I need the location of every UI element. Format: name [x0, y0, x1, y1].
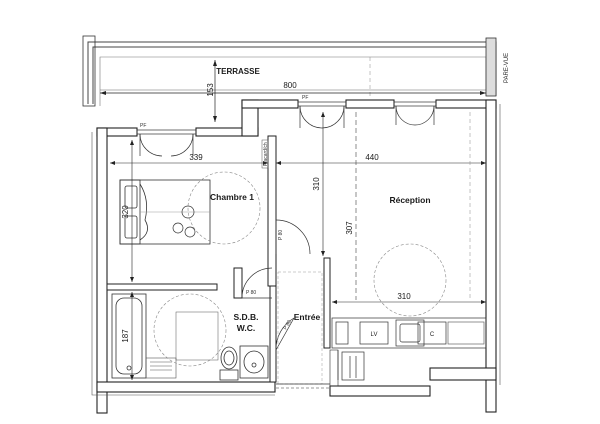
- bedroom-depth-label: 320: [121, 205, 130, 219]
- bathtub: [111, 293, 147, 379]
- bathroom-door: [241, 267, 273, 299]
- bedroom-width-label: 339: [189, 153, 203, 162]
- kitchen-lv-label: LV: [371, 332, 378, 338]
- bedroom-door: [275, 219, 311, 255]
- bathroom-turning-circle: [153, 293, 227, 367]
- terrace-area: [82, 35, 497, 107]
- toilet: [219, 346, 239, 381]
- bedroom-depth-dimension: [130, 140, 134, 282]
- bathroom-depth-dimension: [130, 292, 134, 380]
- exterior-walls: [96, 99, 497, 414]
- bathroom-label-line2: W.C.: [237, 323, 255, 333]
- bedroom-width-dimension: [110, 161, 268, 165]
- bath-shower-screen: [145, 357, 177, 379]
- terrace-depth-dimension: [213, 60, 217, 122]
- reception-window-right: [393, 101, 437, 126]
- reception-width-dimension: [276, 161, 486, 165]
- reception-window-left: [297, 101, 347, 129]
- terrace-depth-label: 153: [206, 83, 215, 97]
- reception-depth-dimension-left: [321, 112, 325, 256]
- pare-vue-label: PARE-VUE: [504, 53, 510, 83]
- bedroom-turning-circle: [187, 171, 261, 245]
- door-p80-bathroom: P 80: [246, 290, 256, 296]
- wardrobe: [261, 139, 269, 169]
- bedroom-label: Chambre 1: [210, 192, 254, 202]
- door-pf-left: PF: [140, 123, 146, 129]
- bed: [119, 179, 211, 245]
- washbasin: [239, 345, 269, 379]
- kitchen-width-label: 310: [397, 292, 411, 301]
- reception-turning-circle: [373, 243, 447, 317]
- wardrobe-tag: Placard/ch: [263, 142, 269, 166]
- reception-depth-right-label: 307: [345, 221, 354, 235]
- interior-walls: [106, 135, 331, 383]
- reception-width-label: 440: [365, 153, 379, 162]
- reception-label: Réception: [389, 195, 430, 205]
- entry-closet: [329, 349, 339, 387]
- terrace-width-dimension: [100, 91, 486, 95]
- bathroom-cabinet: [175, 311, 219, 361]
- kitchen-c-label: C: [430, 332, 435, 338]
- door-p80-entry: P 80: [283, 319, 293, 331]
- entry-label: Entrée: [294, 312, 321, 322]
- kitchen-width-dimension: [332, 300, 486, 304]
- terrace-label: TERRASSE: [216, 67, 260, 76]
- bedroom-window: [136, 129, 197, 157]
- door-pf-right: PF: [302, 95, 308, 101]
- terrace-width-label: 800: [283, 81, 297, 90]
- reception-depth-left-label: 310: [312, 177, 321, 191]
- bedside-items: [172, 205, 196, 238]
- bathroom-depth-label: 187: [121, 329, 130, 343]
- door-p80-bedroom: P 80: [278, 230, 284, 240]
- entry-door: [275, 317, 295, 351]
- bathroom-label-line1: S.D.B.: [233, 312, 258, 322]
